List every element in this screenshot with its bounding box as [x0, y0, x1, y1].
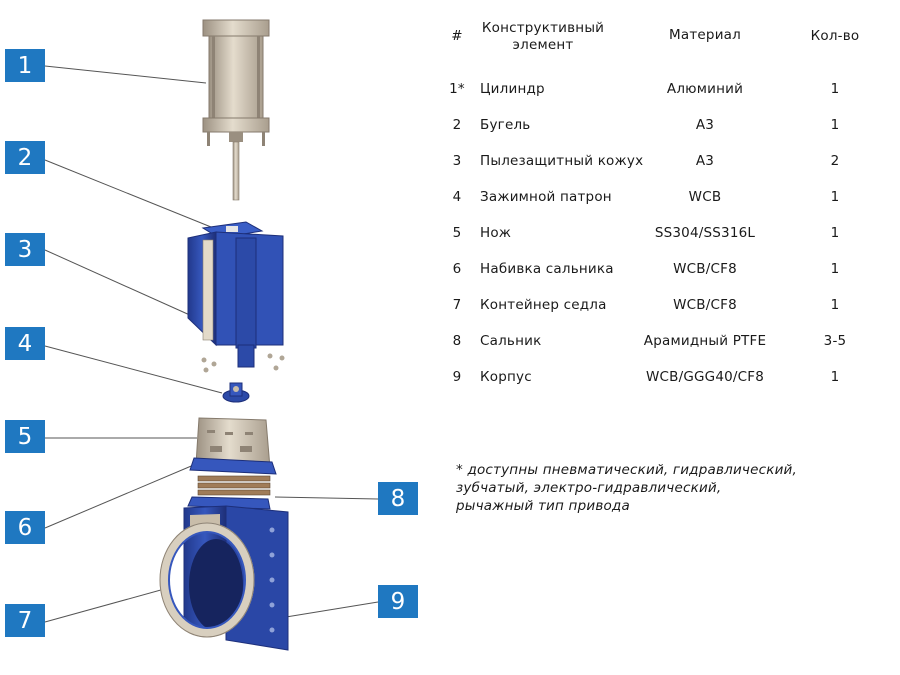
- row-5-material: SS304/SS316L: [654, 225, 756, 241]
- leader-lines: [44, 65, 379, 623]
- row-1-name: Цилиндр: [480, 81, 545, 97]
- row-2-material: А3: [695, 117, 715, 133]
- row-2-qty: 1: [830, 117, 840, 133]
- part-cylinder: [202, 19, 270, 201]
- row-3-name: Пылезащитный кожух: [480, 153, 644, 169]
- row-5-name: Нож: [480, 225, 512, 241]
- row-4-qty: 1: [830, 189, 840, 205]
- row-8-name: Сальник: [480, 333, 542, 349]
- part-gland-packing: [189, 457, 277, 496]
- part-seat-container: [159, 522, 255, 638]
- row-6-qty: 1: [830, 261, 840, 277]
- row-7-qty: 1: [830, 297, 840, 313]
- part-yoke-cover: [187, 221, 285, 373]
- part-clamp: [222, 382, 250, 403]
- row-9-material: WCB/GGG40/CF8: [645, 369, 765, 385]
- header-qty: Кол-во: [810, 28, 860, 44]
- row-7-num: 7: [452, 297, 462, 313]
- row-8-material: Арамидный PTFE: [643, 333, 767, 349]
- header-element: Конструктивный элемент: [481, 20, 605, 53]
- footnote-line-3: рычажный тип привода: [456, 498, 630, 514]
- row-6-name: Набивка сальника: [480, 261, 614, 277]
- badge-6: 6: [5, 511, 45, 544]
- footnote-line-1: * доступны пневматический, гидравлически…: [456, 462, 798, 478]
- row-8-qty: 3-5: [823, 333, 847, 349]
- header-material: Материал: [669, 27, 741, 43]
- badge-1: 1: [5, 49, 45, 82]
- badge-7: 7: [5, 604, 45, 637]
- badge-3: 3: [5, 233, 45, 266]
- row-7-material: WCB/CF8: [673, 297, 737, 313]
- header-num: #: [451, 28, 463, 44]
- row-9-num: 9: [452, 369, 462, 385]
- row-8-num: 8: [452, 333, 462, 349]
- row-2-name: Бугель: [480, 117, 531, 133]
- row-3-qty: 2: [830, 153, 840, 169]
- row-9-name: Корпус: [480, 369, 532, 385]
- row-5-qty: 1: [830, 225, 840, 241]
- row-9-qty: 1: [830, 369, 840, 385]
- actuator-footnote: * доступны пневматический, гидравлически…: [456, 461, 856, 515]
- row-6-material: WCB/CF8: [673, 261, 737, 277]
- badge-4: 4: [5, 327, 45, 360]
- row-6-num: 6: [452, 261, 462, 277]
- row-3-num: 3: [452, 153, 462, 169]
- footnote-line-2: зубчатый, электро-гидравлический,: [456, 480, 722, 496]
- badge-5: 5: [5, 420, 45, 453]
- row-7-name: Контейнер седла: [480, 297, 607, 313]
- row-4-name: Зажимной патрон: [480, 189, 612, 205]
- badge-2: 2: [5, 141, 45, 174]
- row-1-num: 1*: [449, 81, 465, 97]
- row-1-material: Алюминий: [666, 81, 744, 97]
- row-1-qty: 1: [830, 81, 840, 97]
- row-4-num: 4: [452, 189, 462, 205]
- badge-8: 8: [378, 482, 418, 515]
- row-4-material: WCB: [688, 189, 722, 205]
- badge-9: 9: [378, 585, 418, 618]
- row-3-material: А3: [695, 153, 715, 169]
- row-5-num: 5: [452, 225, 462, 241]
- part-gland: [187, 496, 271, 510]
- row-2-num: 2: [452, 117, 462, 133]
